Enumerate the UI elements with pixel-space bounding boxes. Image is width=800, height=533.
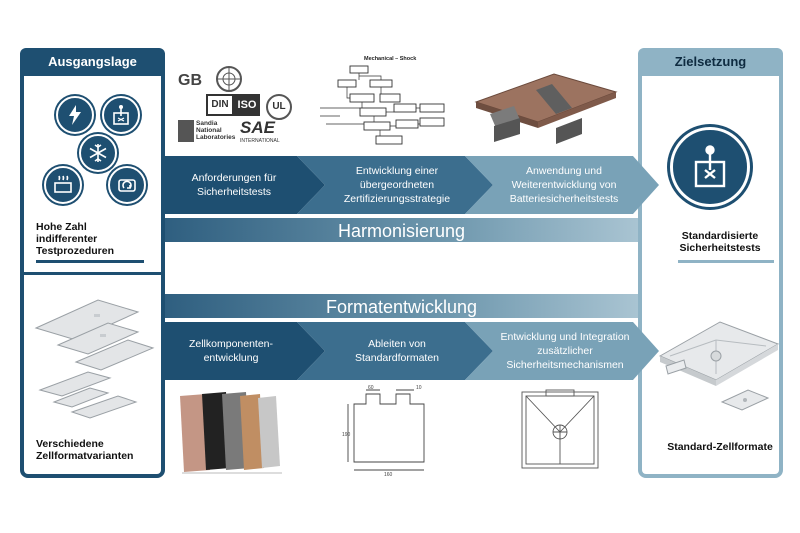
top-step-1: Anforderungen für Sicherheitstests (191, 172, 277, 198)
left-top-underline (36, 260, 144, 263)
formatentwicklung-band: Formatentwicklung (165, 294, 638, 318)
dim-top-a: 60 (368, 385, 374, 391)
sandia-mark (178, 120, 194, 142)
dim-side: 190 (342, 432, 351, 438)
sae-logo: SAE (240, 118, 275, 137)
right-bottom-label: Standard-Zellformate (667, 441, 773, 453)
left-panel-separator (24, 272, 161, 275)
bottom-process-arrows (165, 322, 659, 380)
dim-top-b: 10 (416, 385, 422, 391)
right-top-label: Standardisierte Sicherheitstests (679, 230, 761, 254)
certification-flowchart: Mechanical – Shock (320, 56, 450, 152)
un-logo (216, 66, 242, 92)
battery-heat-icon (44, 166, 82, 204)
right-top-underline (678, 260, 774, 263)
iso-logo: ISO (234, 94, 260, 116)
flowchart-diagram (320, 65, 445, 145)
standard-format-drawing: 60 10 190 160 (342, 385, 425, 478)
top-process-arrows (165, 156, 659, 214)
bottom-step-3: Entwicklung und Integration zusätzlicher… (500, 331, 630, 371)
immersion-test-icon (102, 96, 140, 134)
right-panel (638, 48, 783, 478)
standard-cell-format-image (658, 321, 780, 411)
sandia-logo: Sandia National Laboratories (196, 120, 236, 141)
sae-sub: INTERNATIONAL (240, 138, 280, 144)
harmonisierung-band: Harmonisierung (165, 218, 638, 242)
cell-format-variants-image (34, 299, 155, 419)
standards-logos: GB DIN ISO UL Sandia National Laboratori… (176, 64, 306, 150)
snowflake-icon (79, 134, 117, 172)
din-logo: DIN (206, 94, 234, 116)
battery-recycle-icon (108, 166, 146, 204)
top-step-2: Entwicklung einer übergeordneten Zertifi… (343, 165, 451, 205)
bottom-step-1: Zellkomponenten-entwicklung (188, 338, 274, 364)
left-bottom-label: Verschiedene Zellformatvarianten (36, 438, 134, 462)
gb-logo: GB (178, 72, 202, 89)
right-panel-title: Zielsetzung (638, 48, 783, 76)
bottom-step-2: Ableiten von Standardformaten (354, 338, 440, 364)
battery-test-setup-image (474, 73, 618, 144)
cell-components-image (180, 392, 282, 474)
standard-test-icon (670, 127, 750, 207)
flowchart-title: Mechanical – Shock (364, 56, 417, 62)
lightning-icon (56, 96, 94, 134)
safety-mechanism-drawing (521, 389, 599, 469)
top-step-3: Anwendung und Weiterentwicklung von Batt… (509, 165, 619, 205)
ul-logo: UL (266, 94, 292, 120)
dim-bottom: 160 (384, 472, 393, 478)
left-top-label: Hohe Zahl indifferenter Testprozeduren (36, 221, 114, 257)
left-panel-title: Ausgangslage (20, 48, 165, 76)
